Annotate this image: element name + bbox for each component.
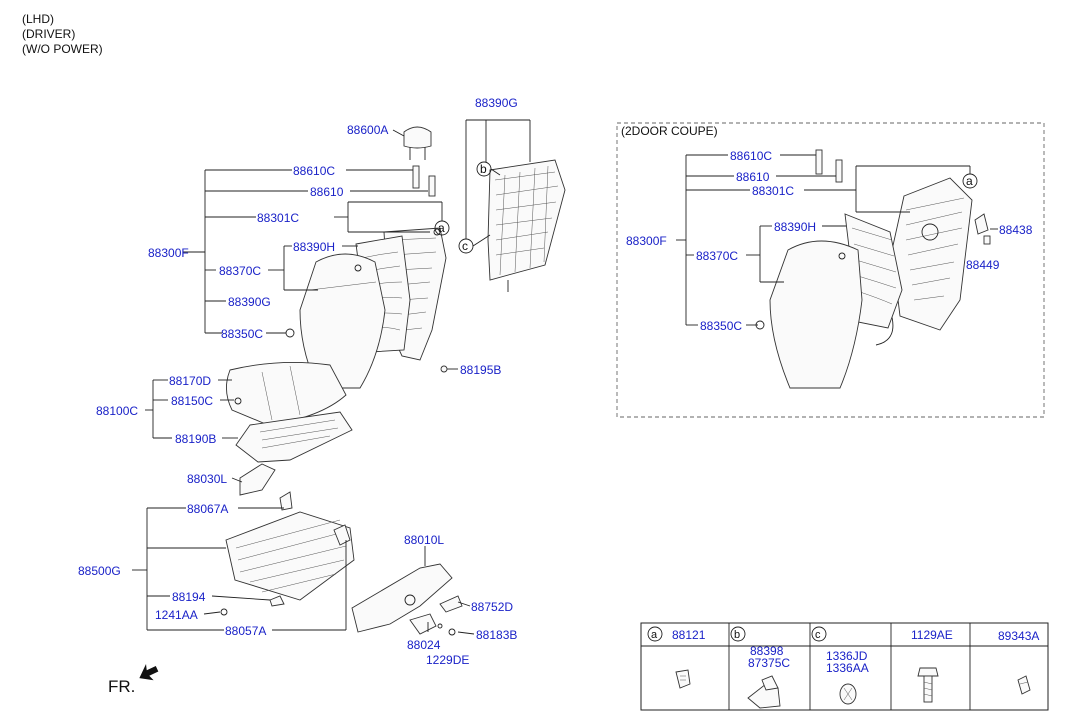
table-letter-a: a (651, 629, 658, 641)
clip-88150c (234, 397, 242, 405)
coupe-label-88438: 88438 (999, 223, 1033, 237)
coupe-label-88390h: 88390H (774, 220, 816, 234)
leader-lines-coupe (676, 154, 998, 326)
clip-88350c (285, 328, 295, 338)
label-88610: 88610 (310, 185, 344, 199)
label-88610c: 88610C (293, 164, 335, 178)
coupe-label-88610c: 88610C (730, 149, 772, 163)
side-cover-88030l (239, 463, 276, 496)
label-88150c: 88150C (171, 394, 213, 408)
side-shield-part (351, 563, 463, 636)
table-letter-c: c (815, 629, 821, 641)
table-c-circle (811, 626, 827, 642)
label-88100c: 88100C (96, 404, 138, 418)
label-88301c: 88301C (257, 211, 299, 225)
table-header-1336jd: 1336JD (826, 649, 868, 663)
label-88194: 88194 (172, 590, 206, 604)
label-88183b: 88183B (476, 628, 517, 642)
coupe-back-frame-part (875, 177, 991, 346)
label-88024: 88024 (407, 638, 441, 652)
label-1241aa: 1241AA (155, 608, 198, 622)
callout-a: a (438, 221, 445, 235)
bracket-88398-icon (747, 675, 781, 709)
label-88067a: 88067A (187, 502, 228, 516)
cushion-pad-part (235, 411, 353, 463)
label-88190b: 88190B (175, 432, 216, 446)
leader-lines-left (132, 119, 531, 635)
table-letter-b: b (734, 629, 740, 641)
callout-b: b (480, 162, 487, 176)
label-88600a: 88600A (347, 123, 388, 137)
coupe-label-88449: 88449 (966, 258, 1000, 272)
clip-88121-icon (675, 669, 691, 689)
coupe-box-title: (2DOOR COUPE) (621, 124, 718, 138)
note-wo-power: (W/O POWER) (22, 42, 103, 56)
callout-c: c (462, 239, 468, 253)
coupe-label-88301c: 88301C (752, 184, 794, 198)
clip-89343a-icon (1017, 675, 1031, 695)
coupe-headrest-guide-part (815, 149, 843, 183)
label-88500g: 88500G (78, 564, 121, 578)
headrest-part (403, 126, 432, 160)
label-88170d: 88170D (169, 374, 211, 388)
coupe-label-88370c: 88370C (696, 249, 738, 263)
table-header-1129ae: 1129AE (911, 628, 953, 642)
bolt-1129ae-icon (917, 667, 939, 703)
front-arrow-icon (139, 663, 159, 681)
label-88752d: 88752D (471, 600, 513, 614)
table-a-circle (647, 626, 663, 642)
label-88030l: 88030L (187, 472, 227, 486)
table-header-89343a: 89343A (998, 629, 1039, 643)
label-88010l: 88010L (404, 533, 444, 547)
table-header-88398: 88398 (750, 644, 784, 658)
table-header-1336aa: 1336AA (826, 661, 869, 675)
back-cover-part (299, 253, 386, 389)
table-header-88121: 88121 (672, 628, 706, 642)
note-lhd: (LHD) (22, 12, 54, 26)
coupe-callout-a: a (966, 174, 973, 188)
label-88195b: 88195B (460, 363, 501, 377)
label-88390g-top: 88390G (475, 96, 518, 110)
table-b-circle (730, 626, 746, 642)
coupe-label-88610: 88610 (736, 170, 770, 184)
grommet-1336jd-icon (839, 683, 857, 705)
headrest-guide-part (412, 165, 436, 197)
bolt-88195b (440, 365, 458, 373)
label-88390g: 88390G (228, 295, 271, 309)
coupe-label-88300f: 88300F (626, 234, 667, 248)
front-label: FR. (108, 677, 136, 696)
table-header-87375c: 87375C (748, 656, 790, 670)
coupe-box (616, 122, 1045, 418)
label-88057a: 88057A (225, 624, 266, 638)
label-88390h: 88390H (293, 240, 335, 254)
back-board-part (487, 159, 566, 292)
cushion-cover-part (226, 361, 347, 426)
seat-track-frame-part (220, 491, 355, 616)
note-driver: (DRIVER) (22, 27, 76, 41)
label-1229de: 1229DE (426, 653, 469, 667)
label-88370c: 88370C (219, 264, 261, 278)
label-88300f: 88300F (148, 246, 189, 260)
coupe-back-cover-part (769, 240, 863, 389)
label-88350c: 88350C (221, 327, 263, 341)
coupe-label-88350c: 88350C (700, 319, 742, 333)
